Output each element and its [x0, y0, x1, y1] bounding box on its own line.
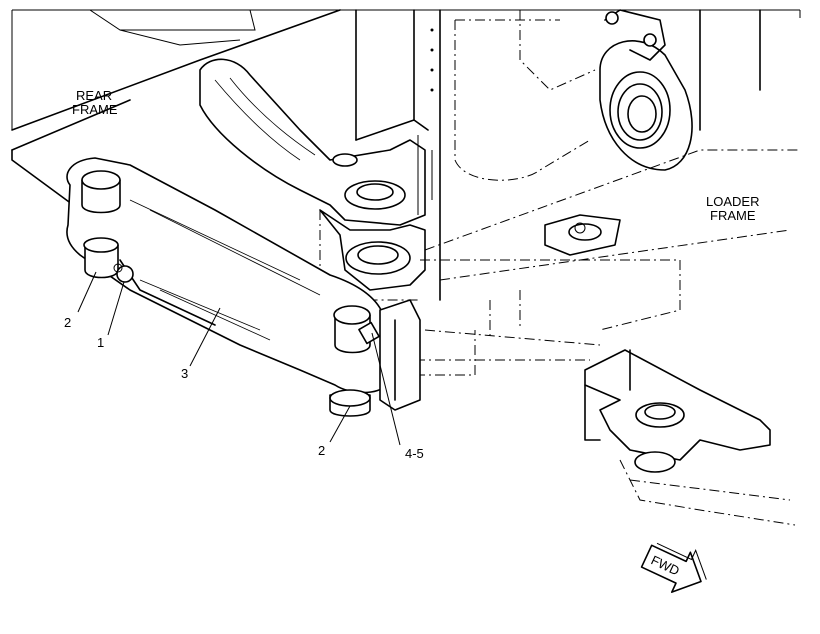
pin-lower-right-top [333, 305, 380, 354]
mount-block [379, 299, 421, 411]
loader-frame-label-line1: LOADER [706, 194, 759, 209]
leader-lines [77, 271, 401, 446]
callout-3: 3 [181, 366, 188, 381]
loader-frame-boss [599, 9, 761, 171]
callout-1: 1 [97, 335, 104, 350]
upper-hitch-plate [199, 58, 433, 226]
rear-frame-label-line2: FRAME [72, 102, 118, 117]
fwd-arrow: FWD [640, 542, 707, 593]
lower-hitch-plate [319, 209, 426, 301]
callout-labels: 2 1 3 2 4-5 [64, 315, 424, 461]
loader-frame-outline [415, 10, 800, 376]
loader-lower-hitch [584, 349, 796, 526]
callout-2-bottom: 2 [318, 443, 325, 458]
callout-2-top: 2 [64, 315, 71, 330]
bolt-1 [113, 263, 134, 283]
loader-frame-label-line2: FRAME [710, 208, 756, 223]
callout-4-5: 4-5 [405, 446, 424, 461]
pin-upper-left [81, 170, 121, 279]
pin-lower-right-bottom [329, 389, 371, 417]
center-tower [355, 9, 441, 301]
frame-labels: REAR FRAME LOADER FRAME [72, 88, 759, 223]
rear-frame-outline [11, 9, 341, 211]
drawing-border [11, 9, 801, 130]
rear-frame-label-line1: REAR [76, 88, 112, 103]
